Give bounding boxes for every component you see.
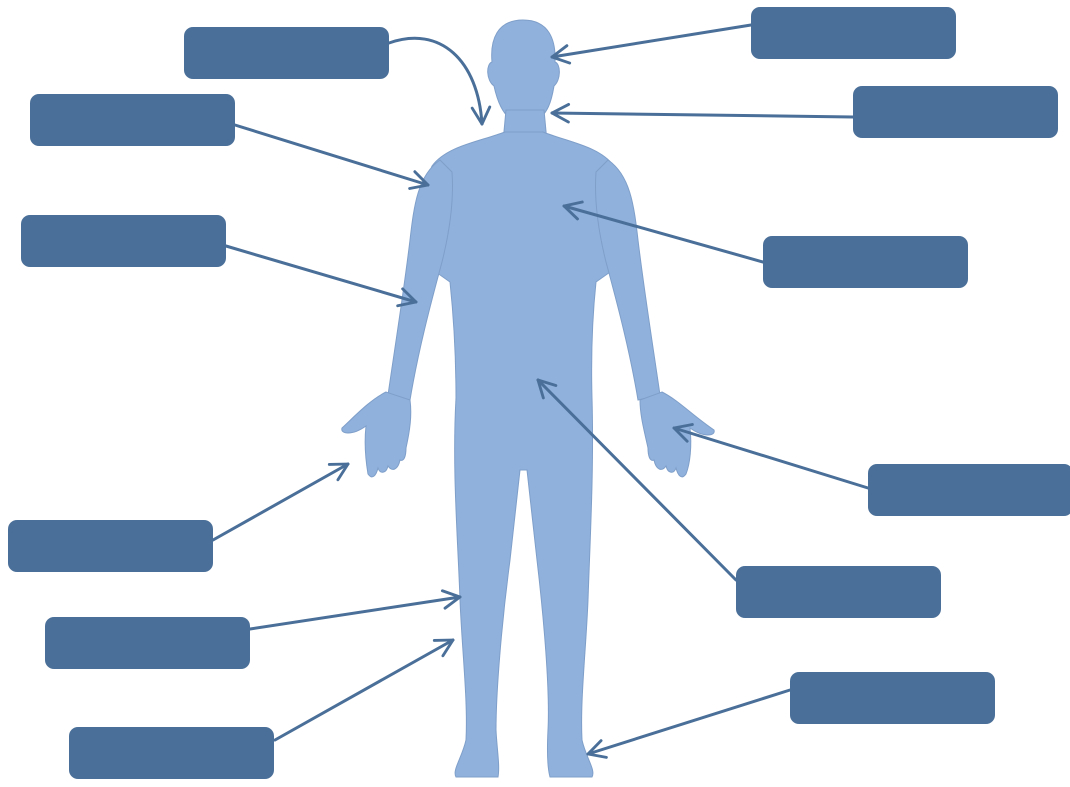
label-box-3	[21, 215, 226, 267]
human-figure	[342, 20, 714, 777]
torso-legs-shape	[425, 132, 621, 777]
left-arm-shape	[388, 160, 453, 400]
arrow-12-to-foot	[588, 690, 790, 754]
label-box-11	[736, 566, 941, 618]
label-box-2	[30, 94, 235, 146]
label-box-8	[853, 86, 1058, 138]
arrow-2-to-shoulder	[235, 125, 428, 185]
arrow-7-to-head	[552, 25, 751, 57]
left-hand-shape	[342, 392, 411, 477]
label-box-5	[45, 617, 250, 669]
arrow-4-to-hand	[213, 464, 348, 540]
label-box-9	[763, 236, 968, 288]
head-shape	[488, 20, 560, 118]
label-box-1	[184, 27, 389, 79]
label-box-10	[868, 464, 1070, 516]
right-arm-shape	[595, 160, 660, 400]
label-box-7	[751, 7, 956, 59]
arrow-5-to-thigh	[250, 597, 460, 629]
label-box-12	[790, 672, 995, 724]
arrow-10-to-hand	[674, 428, 868, 488]
label-box-4	[8, 520, 213, 572]
arrow-8-to-chin	[552, 113, 853, 117]
label-box-6	[69, 727, 274, 779]
arrow-1-to-neck	[389, 38, 482, 124]
right-hand-shape	[640, 392, 714, 477]
arrow-3-to-upper-arm	[226, 246, 416, 302]
arrow-6-to-knee	[275, 640, 453, 740]
